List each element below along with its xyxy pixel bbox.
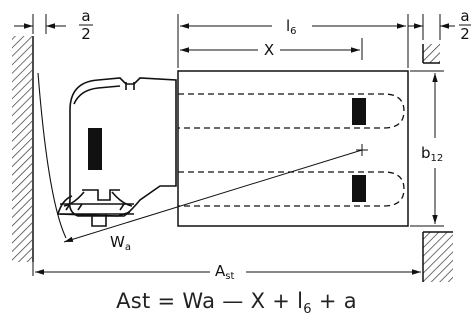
formula-wa: Wa <box>182 289 216 313</box>
formula: Ast = Wa — X + l6 + a <box>0 289 473 317</box>
half-a-right-den: 2 <box>460 25 470 43</box>
right-bottom-wall <box>422 231 453 282</box>
dim-ast <box>32 262 424 282</box>
ast-label: Ast <box>215 262 234 282</box>
formula-plus-2: + <box>318 289 337 313</box>
b12-label: b12 <box>421 144 443 164</box>
l6-label: l6 <box>286 17 297 37</box>
half-a-right-num: a <box>460 7 469 25</box>
wa-label: Wa <box>110 233 131 253</box>
formula-lhs: Ast <box>116 289 151 313</box>
driver-seat <box>88 128 102 170</box>
half-a-left-num: a <box>81 7 90 25</box>
fork-upper <box>178 93 405 129</box>
half-a-left-den: 2 <box>81 25 91 43</box>
wa-radius-line <box>63 149 363 243</box>
x-label: X <box>264 41 274 59</box>
dim-b12 <box>410 70 444 227</box>
dim-half-a-right <box>408 14 455 40</box>
pallet-load <box>177 70 409 227</box>
right-top-wall <box>422 44 440 64</box>
formula-plus-1: + <box>272 289 291 313</box>
fork-lower <box>178 171 405 207</box>
formula-l6: l6 <box>297 289 312 318</box>
dim-x <box>180 38 363 60</box>
formula-a: a <box>343 289 357 313</box>
forklift-truck <box>56 77 177 227</box>
dim-half-a-left <box>14 14 66 34</box>
left-wall <box>12 36 34 262</box>
turning-arc <box>37 72 67 239</box>
formula-minus: — <box>222 289 244 313</box>
formula-eq: = <box>157 289 176 313</box>
dim-l6 <box>177 14 409 68</box>
formula-x: X <box>250 289 266 313</box>
